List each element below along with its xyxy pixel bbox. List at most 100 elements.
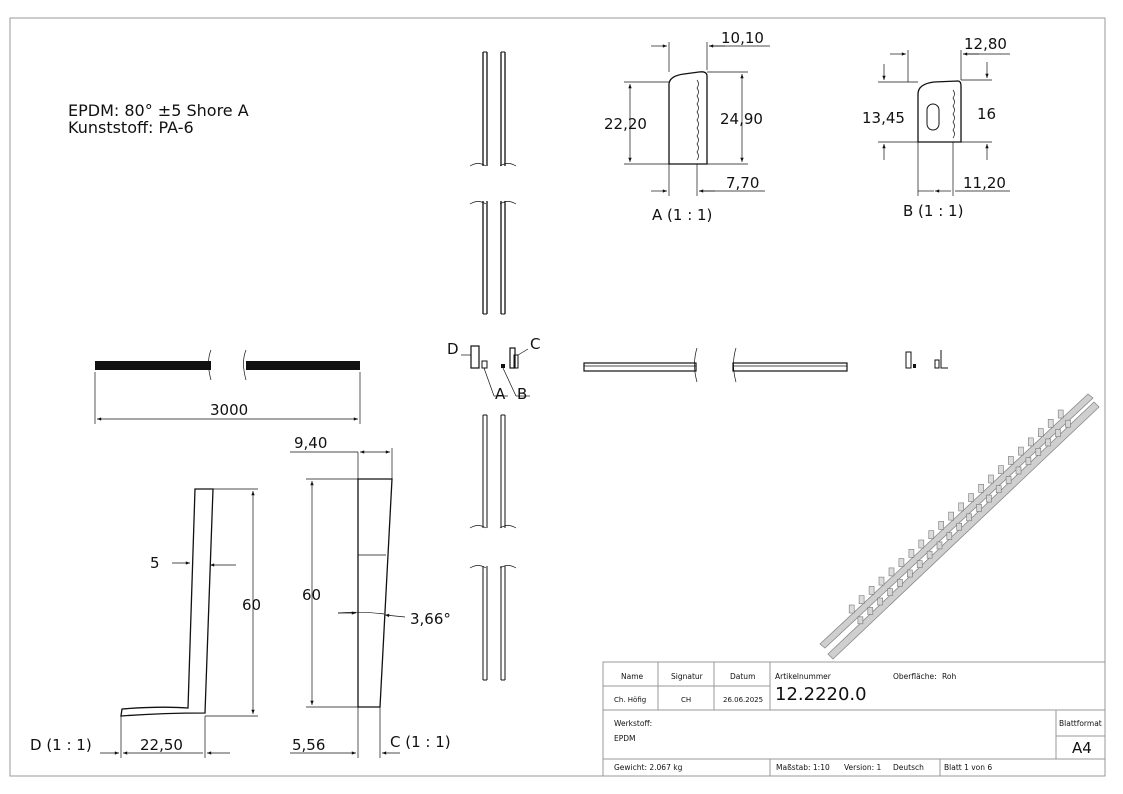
section-b: 12,80 13,45 16 11,20 B (1 : 1) (862, 35, 1010, 220)
tb-header-datum: Datum (730, 672, 755, 681)
label-section-b: B (1 : 1) (903, 202, 963, 220)
label-section-a: A (1 : 1) (652, 206, 712, 224)
front-view: 3000 (94, 349, 361, 424)
dim-a-bottom: 7,70 (726, 174, 759, 192)
tb-sprache: Deutsch (893, 763, 924, 772)
dim-a-left: 22,20 (604, 115, 647, 133)
iso-clip (978, 483, 984, 493)
label-section-d: D (1 : 1) (30, 736, 92, 754)
dim-b-bottom: 11,20 (963, 174, 1006, 192)
end-views (905, 350, 948, 369)
iso-clip (1018, 446, 1024, 456)
tb-gewicht: Gewicht: 2.067 kg (614, 763, 683, 772)
iso-clip (956, 522, 963, 531)
iso-clip (906, 569, 913, 578)
iso-clip (1045, 438, 1051, 447)
tb-header-name: Name (621, 672, 644, 681)
iso-clip (868, 586, 875, 595)
marker-d: D (447, 340, 459, 358)
tb-version: Version: 1 (844, 763, 881, 772)
iso-clip (1028, 437, 1034, 447)
iso-clip (1035, 447, 1042, 456)
iso-strip-2 (827, 401, 1100, 660)
note-kunststoff: Kunststoff: PA-6 (68, 118, 194, 137)
iso-clip (1047, 418, 1054, 428)
tb-blattformat: A4 (1072, 739, 1092, 757)
dim-c-top: 9,40 (294, 434, 327, 452)
tb-name: Ch. Höfig (614, 696, 646, 704)
iso-clip (858, 595, 865, 605)
dim-d-thick: 5 (150, 554, 160, 572)
tb-werkstoff-label: Werkstoff: (614, 719, 652, 728)
label-section-c: C (1 : 1) (390, 733, 451, 751)
dim-b-top: 12,80 (964, 35, 1007, 53)
dim-b-right: 16 (977, 105, 996, 123)
iso-clip (1057, 409, 1064, 419)
dim-d-bottom: 22,50 (140, 736, 183, 754)
tb-header-signatur: Signatur (671, 672, 704, 681)
iso-clip (986, 494, 992, 503)
dim-a-right: 24,90 (720, 110, 763, 128)
top-view (583, 347, 848, 383)
iso-clip (976, 504, 982, 512)
marker-c: C (530, 335, 540, 353)
iso-clip (1008, 456, 1014, 465)
iso-clip (867, 607, 874, 615)
tb-werkstoff: EPDM (614, 734, 636, 743)
iso-strip-1 (819, 393, 1094, 649)
iso-clip (988, 474, 994, 484)
material-notes: EPDM: 80° ±5 Shore A Kunststoff: PA-6 (68, 101, 249, 137)
iso-clip (946, 532, 953, 540)
iso-clip (928, 530, 935, 540)
iso-clip (966, 513, 972, 522)
dim-c-angle: 3,66° (410, 610, 451, 628)
iso-clip (1015, 466, 1022, 475)
iso-clip (908, 548, 915, 558)
iso-clip (936, 541, 943, 550)
marker-b: B (517, 385, 527, 403)
tb-blattformat-label: Blattformat (1059, 719, 1102, 728)
iso-clip (888, 567, 895, 577)
dim-a-top: 10,10 (721, 29, 764, 47)
iso-clip (918, 539, 925, 549)
iso-clip (1038, 428, 1044, 437)
iso-clip (877, 597, 884, 606)
iso-clip (1005, 476, 1012, 484)
vertical-side-view (469, 51, 517, 681)
iso-clip (938, 521, 945, 530)
iso-clip (958, 502, 965, 512)
dim-length-3000: 3000 (210, 401, 248, 419)
section-markers: D C A B (447, 335, 540, 403)
tb-header-artikel: Artikelnummer (775, 672, 832, 681)
dim-c-bottom: 5,56 (292, 736, 325, 754)
tb-oberflaeche: Roh (942, 672, 956, 681)
tb-signatur: CH (681, 696, 691, 704)
dim-d-height: 60 (242, 596, 261, 614)
isometric-view (819, 393, 1100, 660)
tb-datum: 26.06.2025 (723, 696, 763, 704)
dim-c-left: 60 (302, 586, 321, 604)
iso-clip (926, 550, 933, 559)
tb-massstab: Maßstab: 1:10 (776, 763, 830, 772)
dim-b-left: 13,45 (862, 109, 905, 127)
sheet-border (9, 17, 1106, 777)
tb-header-oberflaeche: Oberfläche: (893, 672, 937, 681)
iso-clip (1065, 419, 1071, 428)
iso-clip (916, 560, 923, 568)
title-block: Name Signatur Datum Ch. Höfig CH 26.06.2… (602, 661, 1106, 777)
iso-clip (848, 604, 855, 614)
marker-a: A (495, 385, 506, 403)
section-a: 10,10 22,20 24,90 7,70 A (1 : 1) (604, 29, 770, 224)
section-c: 9,40 60 3,66° 5,56 C (1 : 1) (290, 434, 451, 758)
section-d: 60 5 22,50 D (1 : 1) (30, 488, 261, 758)
iso-clip (998, 465, 1004, 475)
tb-artikelnummer: 12.2220.0 (775, 684, 867, 705)
iso-clip (887, 588, 893, 597)
note-epdm: EPDM: 80° ±5 Shore A (68, 101, 249, 120)
iso-clip (878, 576, 885, 586)
iso-clip (1055, 429, 1061, 437)
iso-clip (1025, 457, 1032, 465)
tb-blatt: Blatt 1 von 6 (944, 763, 992, 772)
iso-clip (995, 485, 1002, 494)
